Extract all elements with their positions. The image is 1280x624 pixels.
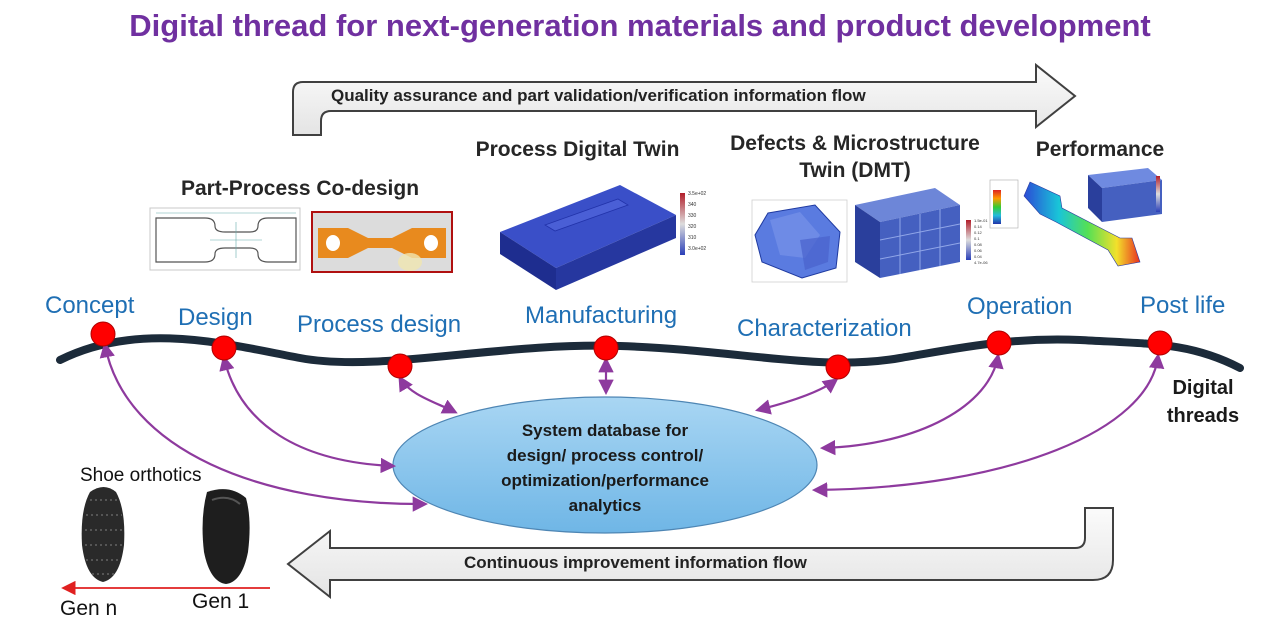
dmt-grain-image xyxy=(751,199,848,283)
dogbone-drawing-image xyxy=(149,207,301,271)
stage-label-concept: Concept xyxy=(45,292,135,319)
stage-label-manufacturing: Manufacturing xyxy=(525,302,678,329)
digital-threads-line: threads xyxy=(1166,405,1240,427)
link-design xyxy=(219,355,397,474)
node-concept xyxy=(90,321,116,347)
digital-thread-curve xyxy=(56,334,1244,372)
improvement-flow-label: Continuous improvement information flow xyxy=(464,553,807,572)
link-concept xyxy=(99,341,429,512)
dmt-colorbar-bottom: 4.7e-06 xyxy=(974,260,988,265)
dmt-block-image xyxy=(855,188,971,278)
performance-image xyxy=(989,168,1162,267)
gen-n-label: Gen n xyxy=(60,597,118,620)
performance-heading: Performance xyxy=(1035,138,1165,161)
improvement-flow-arrow xyxy=(286,507,1114,600)
stage-label-characterization: Characterization xyxy=(737,315,912,342)
database-line: analytics xyxy=(568,496,642,515)
node-post-life xyxy=(1147,330,1173,356)
process-colorbar-tick: 340 xyxy=(688,202,697,208)
process-twin-heading: Process Digital Twin xyxy=(475,138,680,161)
node-manufacturing xyxy=(593,335,619,361)
database-line: design/ process control/ xyxy=(506,446,704,465)
dmt-colorbar-tick: 0.14 xyxy=(974,224,982,229)
page-title: Digital thread for next-generation mater… xyxy=(129,8,1151,43)
gen-1-label: Gen 1 xyxy=(192,590,250,613)
stage-label-post-life: Post life xyxy=(1140,292,1226,319)
dmt-heading: Defects & Microstructure Twin (DMT) xyxy=(700,130,1010,184)
link-process-design xyxy=(398,375,458,414)
dmt-colorbar-tick: 0.12 xyxy=(974,230,982,235)
link-characterization xyxy=(755,378,839,415)
orthotic-gen-1-image xyxy=(202,489,250,584)
node-characterization xyxy=(825,354,851,380)
dmt-heading-line1: Defects & Microstructure xyxy=(730,132,980,155)
quality-flow-arrow xyxy=(292,62,1077,136)
process-colorbar-tick: 330 xyxy=(688,213,697,219)
process-colorbar-top: 3.5e+02 xyxy=(688,191,707,197)
stage-label-process-design: Process design xyxy=(297,311,462,338)
orthotic-gen-n-image xyxy=(81,487,125,582)
link-post-life xyxy=(811,352,1165,498)
dmt-colorbar-tick: 0.06 xyxy=(974,248,982,253)
node-process-design xyxy=(387,353,413,379)
quality-flow-label: Quality assurance and part validation/ve… xyxy=(331,86,866,105)
stage-label-operation: Operation xyxy=(967,293,1073,320)
database-line: optimization/performance xyxy=(501,471,709,490)
dmt-colorbar-tick: 0.04 xyxy=(974,254,982,259)
process-colorbar-labels: 3.5e+02 340 330 320 310 3.0e+02 xyxy=(688,189,706,255)
node-operation xyxy=(986,330,1012,356)
process-colorbar-tick: 320 xyxy=(688,224,697,230)
stage-label-design: Design xyxy=(178,304,253,331)
database-line: System database for xyxy=(521,421,689,440)
process-twin-image xyxy=(500,185,685,290)
system-database-label: System database for design/ process cont… xyxy=(455,418,755,518)
process-colorbar-bottom: 3.0e+02 xyxy=(688,246,707,252)
digital-threads-label: Digital threads xyxy=(1150,374,1256,430)
codesign-heading: Part-Process Co-design xyxy=(180,177,420,200)
shoe-orthotics-label: Shoe orthotics xyxy=(80,465,202,486)
dmt-heading-line2: Twin (DMT) xyxy=(799,159,911,182)
dmt-colorbar-tick: 0.1 xyxy=(974,236,980,241)
dogbone-toolpath-image xyxy=(311,211,453,273)
dmt-colorbar-top: 1.5e-01 xyxy=(974,218,988,223)
process-colorbar-tick: 310 xyxy=(688,235,697,241)
node-design xyxy=(211,335,237,361)
dmt-colorbar-labels: 1.5e-01 0.14 0.12 0.1 0.08 0.06 0.04 4.7… xyxy=(974,218,988,266)
digital-threads-line: Digital xyxy=(1172,377,1234,399)
dmt-colorbar-tick: 0.08 xyxy=(974,242,982,247)
